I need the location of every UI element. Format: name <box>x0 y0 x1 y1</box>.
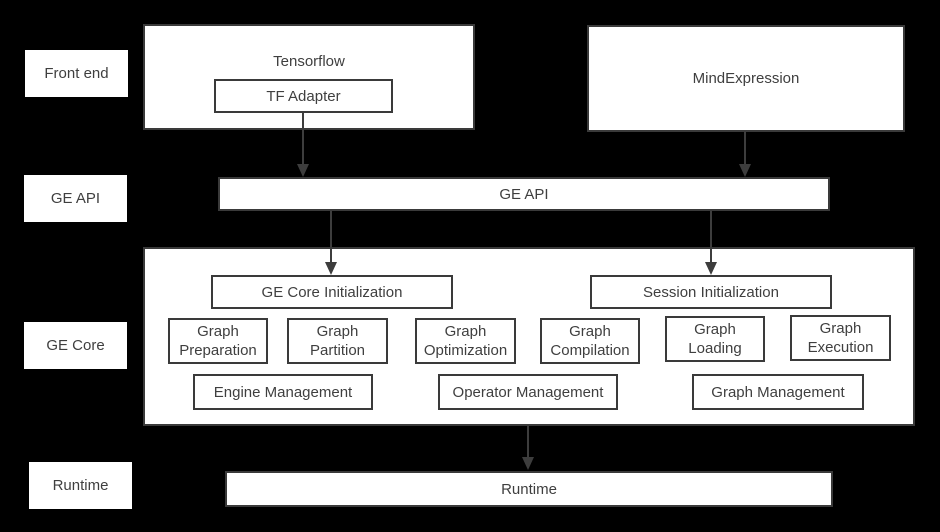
arrow-shaft <box>744 132 746 165</box>
graph-partition-box: Graph Partition <box>287 318 388 364</box>
arrow-ge-core-to-runtime <box>522 426 534 470</box>
row-label-runtime: Runtime <box>29 462 132 509</box>
arrow-mindexpression-to-ge-api <box>739 132 751 177</box>
runtime-bar: Runtime <box>225 471 833 507</box>
mindexpression-box: MindExpression <box>587 25 905 132</box>
session-initialization-box: Session Initialization <box>590 275 832 309</box>
tensorflow-label: Tensorflow <box>273 53 345 70</box>
arrow-tf-adapter-to-ge-api <box>297 113 309 177</box>
row-label-ge-core: GE Core <box>24 322 127 369</box>
arrow-head-icon <box>522 457 534 470</box>
arrow-shaft <box>527 426 529 458</box>
arrow-head-icon <box>739 164 751 177</box>
tensorflow-box <box>143 24 475 130</box>
ge-core-initialization-box: GE Core Initialization <box>211 275 453 309</box>
graph-loading-box: Graph Loading <box>665 316 765 362</box>
arrow-ge-api-to-ge-core-initialization <box>325 211 337 275</box>
arrow-head-icon <box>705 262 717 275</box>
graph-optimization-box: Graph Optimization <box>415 318 516 364</box>
graph-preparation-box: Graph Preparation <box>168 318 268 364</box>
graph-compilation-box: Graph Compilation <box>540 318 640 364</box>
engine-management-box: Engine Management <box>193 374 373 410</box>
graph-execution-box: Graph Execution <box>790 315 891 361</box>
ge-api-bar: GE API <box>218 177 830 211</box>
tf-adapter-box: TF Adapter <box>214 79 393 113</box>
row-label-ge-api: GE API <box>24 175 127 222</box>
arrow-shaft <box>710 211 712 263</box>
arrow-head-icon <box>297 164 309 177</box>
arrow-shaft <box>330 211 332 263</box>
arrow-ge-api-to-session-initialization <box>705 211 717 275</box>
arrow-shaft <box>302 113 304 165</box>
operator-management-box: Operator Management <box>438 374 618 410</box>
row-label-front-end: Front end <box>25 50 128 97</box>
arrow-head-icon <box>325 262 337 275</box>
graph-management-box: Graph Management <box>692 374 864 410</box>
